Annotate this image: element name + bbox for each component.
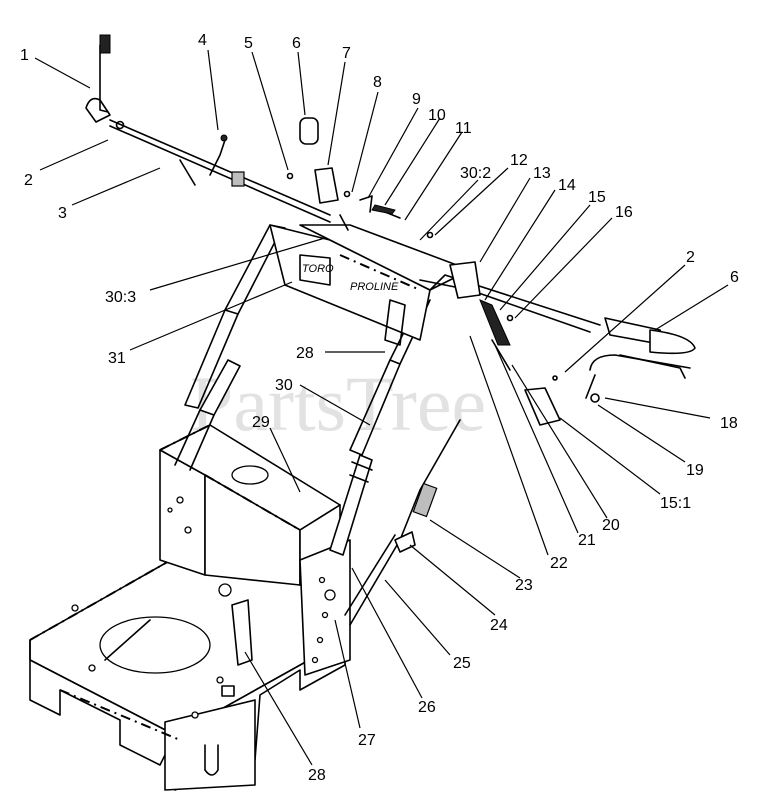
callout-11: 11 <box>455 120 472 137</box>
callout-30-3: 30:3 <box>105 289 136 306</box>
callout-23: 23 <box>515 577 533 594</box>
callout-6: 6 <box>292 35 301 52</box>
callout-18: 18 <box>720 415 738 432</box>
upper-handle: TORO PROLINE <box>224 224 601 365</box>
callout-19: 19 <box>686 462 704 479</box>
leader-lines <box>34 49 729 766</box>
watermark: PartsTree <box>190 360 486 447</box>
callout-16: 16 <box>615 204 633 221</box>
callout-27: 27 <box>358 732 376 749</box>
callout-25: 25 <box>453 655 471 672</box>
callout-5: 5 <box>244 35 253 52</box>
callout-21: 21 <box>578 532 596 549</box>
callout-13: 13 <box>533 165 551 182</box>
callout-30-2: 30:2 <box>460 165 491 182</box>
callout-24: 24 <box>490 617 508 634</box>
callout-30: 30 <box>275 377 293 394</box>
left-lever <box>85 34 331 223</box>
callout-2: 2 <box>24 172 33 189</box>
callout-26: 26 <box>418 699 436 716</box>
callout-9: 9 <box>412 91 421 108</box>
right-grip <box>479 299 696 426</box>
callout-2b: 2 <box>686 249 695 266</box>
callout-15-1: 15:1 <box>660 495 691 512</box>
callout-29: 29 <box>252 414 270 431</box>
callouts: 1 2 3 4 5 6 7 8 9 10 11 30:2 12 13 14 15… <box>20 32 739 784</box>
deck-plate <box>29 534 346 791</box>
callout-28b: 28 <box>308 767 326 784</box>
callout-14: 14 <box>558 177 576 194</box>
callout-12: 12 <box>510 152 528 169</box>
callout-4: 4 <box>198 32 207 49</box>
callout-6b: 6 <box>730 269 739 286</box>
callout-15: 15 <box>588 189 606 206</box>
lower-handle-arms <box>174 309 461 666</box>
callout-1: 1 <box>20 47 29 64</box>
decal-model: PROLINE <box>350 281 399 293</box>
decal-brand: TORO <box>302 263 334 275</box>
callout-28: 28 <box>296 345 314 362</box>
callout-10: 10 <box>428 107 446 124</box>
callout-8: 8 <box>373 74 382 91</box>
callout-31: 31 <box>108 350 126 367</box>
callout-22: 22 <box>550 555 568 572</box>
hardware <box>286 117 481 299</box>
callout-7: 7 <box>342 45 351 62</box>
callout-3: 3 <box>58 205 67 222</box>
callout-20: 20 <box>602 517 620 534</box>
